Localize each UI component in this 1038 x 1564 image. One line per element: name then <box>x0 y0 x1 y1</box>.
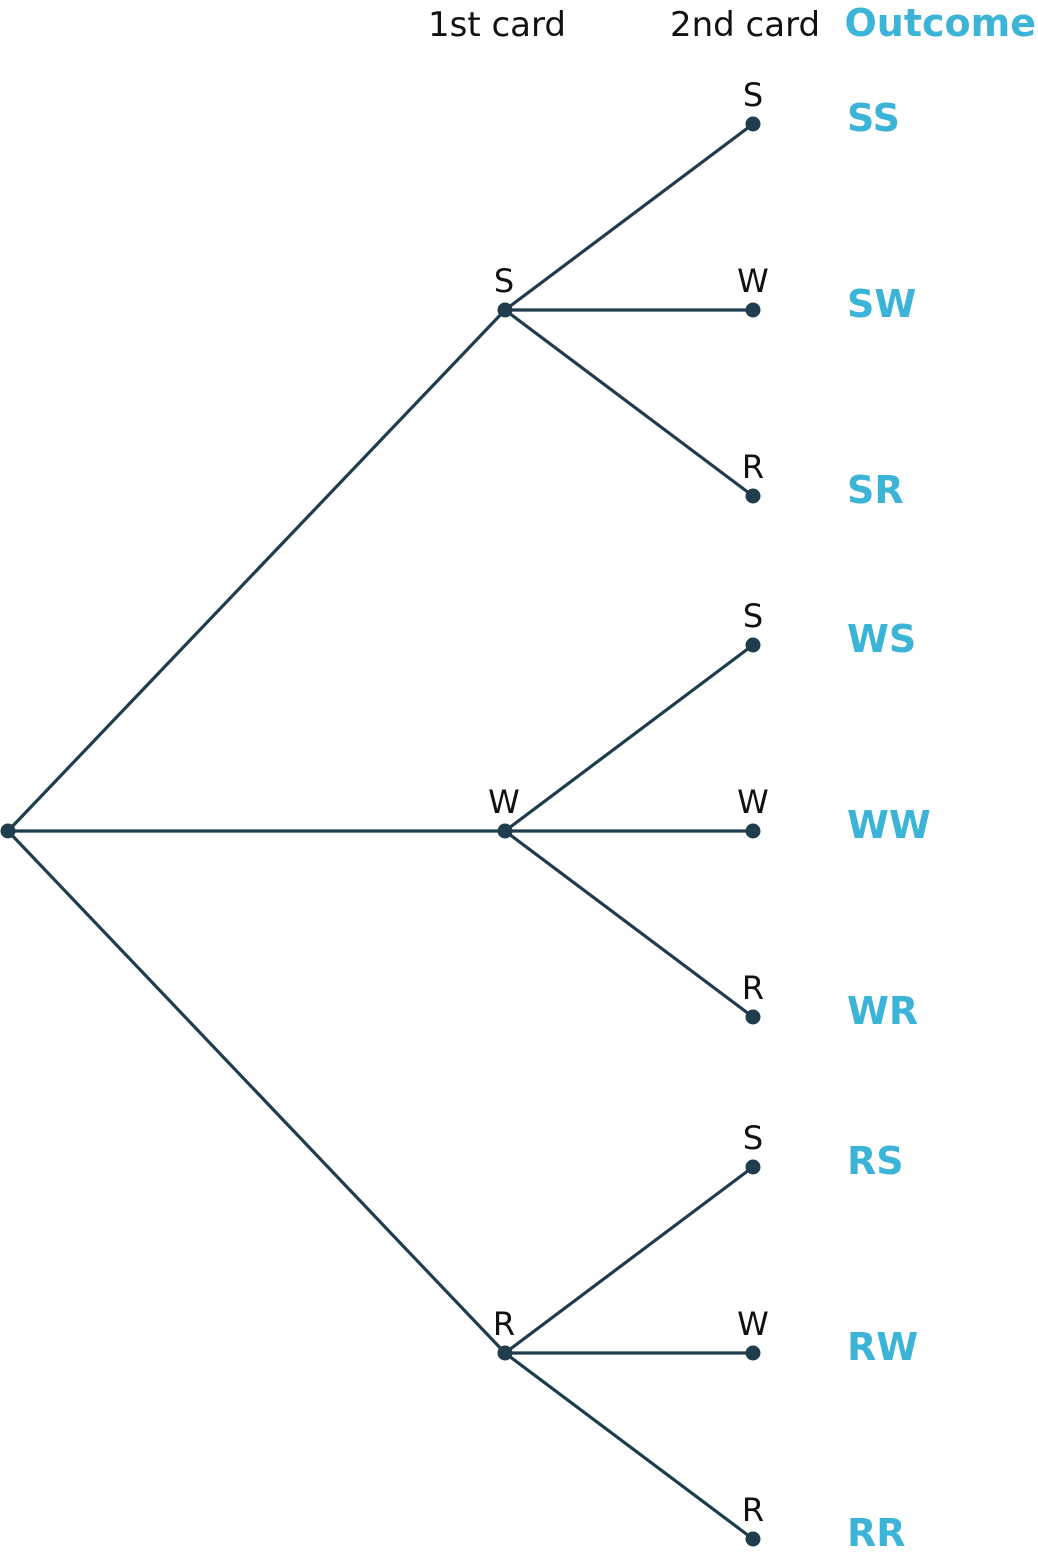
node-second-r-r <box>745 1531 761 1547</box>
edge-s-s <box>503 122 755 312</box>
outcome-ws: WS <box>847 617 916 661</box>
outcome-ww: WW <box>847 803 931 847</box>
label-second-r-w: W <box>737 1305 769 1343</box>
outcome-rs: RS <box>847 1139 904 1183</box>
outcome-sw: SW <box>847 282 916 326</box>
label-first-w: W <box>488 783 520 821</box>
label-second-s-r: R <box>742 448 764 486</box>
node-second-r-w <box>745 1345 761 1361</box>
label-first-r: R <box>493 1305 515 1343</box>
node-first-r <box>497 1345 513 1361</box>
outcome-sr: SR <box>847 468 904 512</box>
node-second-s-w <box>745 302 761 318</box>
edge-r-r <box>503 1351 755 1541</box>
edge-s-r <box>503 308 755 498</box>
label-second-r-s: S <box>743 1119 763 1157</box>
outcome-rw: RW <box>847 1325 918 1369</box>
header-second-card: 2nd card <box>670 5 820 45</box>
node-second-s-r <box>745 488 761 504</box>
node-second-s-s <box>745 116 761 132</box>
header-first-card: 1st card <box>428 5 566 45</box>
label-second-w-w: W <box>737 783 769 821</box>
label-second-s-s: S <box>743 76 763 114</box>
node-second-w-s <box>745 637 761 653</box>
label-second-s-w: W <box>737 262 769 300</box>
label-second-r-r: R <box>742 1491 764 1529</box>
header-outcome: Outcome <box>844 1 1036 45</box>
outcome-wr: WR <box>847 989 918 1033</box>
node-second-w-r <box>745 1009 761 1025</box>
node-first-w <box>497 823 513 839</box>
edge-root-s <box>6 308 507 833</box>
edge-root-r <box>6 829 507 1355</box>
outcome-ss: SS <box>847 96 900 140</box>
edge-r-s <box>503 1165 755 1355</box>
node-second-w-w <box>745 823 761 839</box>
root-node <box>0 823 16 839</box>
tree-nodes <box>0 116 761 1547</box>
label-first-s: S <box>494 262 514 300</box>
tree-edges <box>6 122 755 1541</box>
node-second-r-s <box>745 1159 761 1175</box>
edge-w-r <box>503 829 755 1019</box>
edge-w-s <box>503 643 755 833</box>
label-second-w-s: S <box>743 597 763 635</box>
node-first-s <box>497 302 513 318</box>
outcome-rr: RR <box>847 1511 906 1555</box>
label-second-w-r: R <box>742 969 764 1007</box>
